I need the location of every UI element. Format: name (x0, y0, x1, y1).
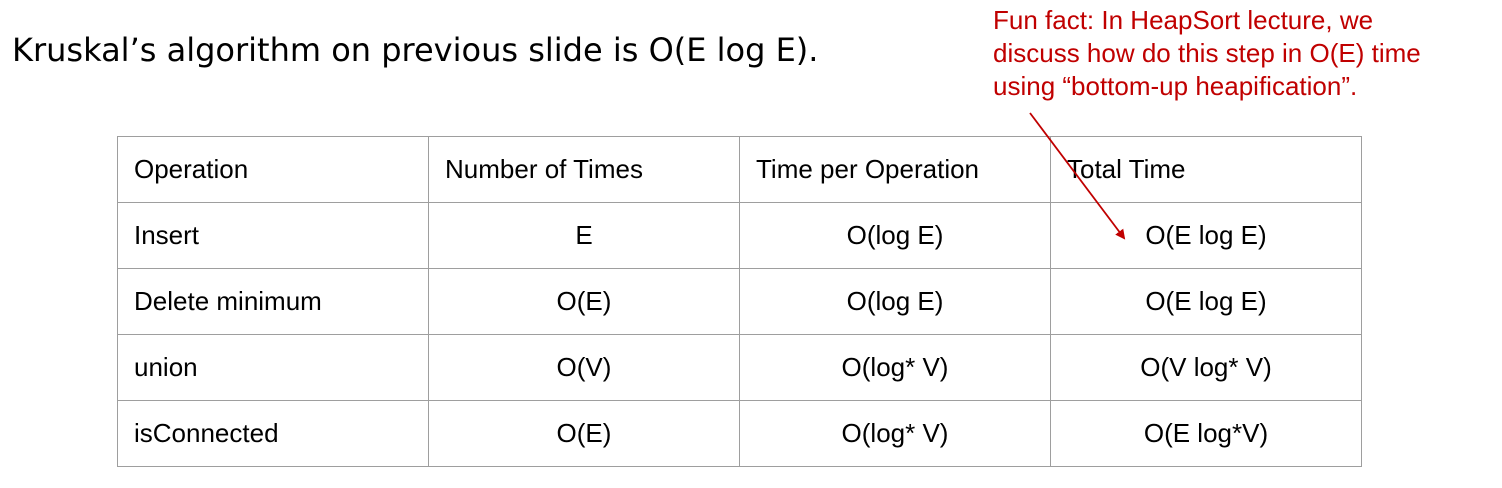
note-line-1: Fun fact: In HeapSort lecture, we (993, 5, 1374, 35)
cell-operation: isConnected (117, 400, 429, 467)
note-line-3: using “bottom-up heapification”. (993, 71, 1358, 101)
header-operation: Operation (117, 136, 429, 203)
cell-total-time: O(E log E) (1050, 268, 1362, 335)
cell-total-time: O(V log* V) (1050, 334, 1362, 401)
cell-time-per-operation: O(log* V) (739, 334, 1051, 401)
header-total-time: Total Time (1050, 136, 1362, 203)
table-row: union O(V) O(log* V) O(V log* V) (117, 334, 1362, 401)
cell-operation: Insert (117, 202, 429, 269)
table-row: Insert E O(log E) O(E log E) (117, 202, 1362, 269)
cell-time-per-operation: O(log E) (739, 202, 1051, 269)
header-time-per-operation: Time per Operation (739, 136, 1051, 203)
fun-fact-note: Fun fact: In HeapSort lecture, we discus… (993, 4, 1498, 103)
cell-number-of-times: O(E) (428, 400, 740, 467)
table-header-row: Operation Number of Times Time per Opera… (117, 136, 1362, 203)
slide-heading: Kruskal’s algorithm on previous slide is… (12, 31, 819, 69)
cell-total-time: O(E log E) (1050, 202, 1362, 269)
cell-time-per-operation: O(log* V) (739, 400, 1051, 467)
table-row: isConnected O(E) O(log* V) O(E log*V) (117, 400, 1362, 467)
note-line-2: discuss how do this step in O(E) time (993, 38, 1421, 68)
cell-number-of-times: O(E) (428, 268, 740, 335)
cell-number-of-times: O(V) (428, 334, 740, 401)
cell-operation: union (117, 334, 429, 401)
cell-time-per-operation: O(log E) (739, 268, 1051, 335)
cell-operation: Delete minimum (117, 268, 429, 335)
operations-table: Operation Number of Times Time per Opera… (117, 136, 1362, 467)
cell-total-time: O(E log*V) (1050, 400, 1362, 467)
table-row: Delete minimum O(E) O(log E) O(E log E) (117, 268, 1362, 335)
header-number-of-times: Number of Times (428, 136, 740, 203)
cell-number-of-times: E (428, 202, 740, 269)
